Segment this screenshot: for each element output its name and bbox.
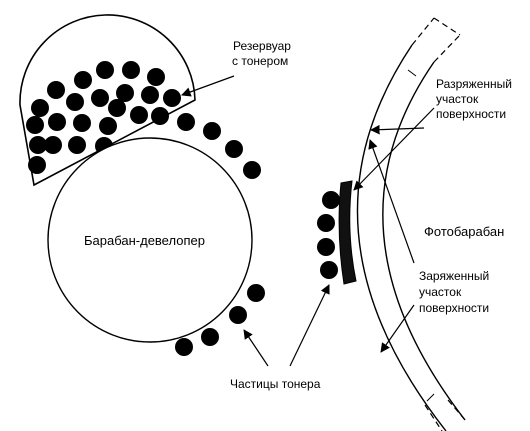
charged-arrow-up bbox=[368, 139, 415, 264]
reservoir-label-line2: с тонером bbox=[232, 54, 288, 68]
photodrum-label: Фотобарабан bbox=[424, 224, 504, 239]
toner-particle bbox=[147, 68, 165, 86]
discharged-arrow bbox=[353, 107, 435, 191]
toner-particle bbox=[322, 191, 340, 209]
toner-particle bbox=[96, 61, 114, 79]
toner-particle bbox=[320, 261, 338, 279]
charged-label-line3: поверхности bbox=[419, 301, 489, 315]
toner-arrow-right bbox=[289, 284, 330, 367]
toner-particle bbox=[74, 71, 92, 89]
toner-particle bbox=[66, 93, 84, 111]
charged-label-line2: участок bbox=[419, 285, 462, 299]
photodrum-inner-surface bbox=[382, 61, 466, 421]
toner-particle bbox=[26, 116, 44, 134]
photodrum-tick-top bbox=[407, 69, 417, 77]
toner-particle bbox=[91, 89, 109, 107]
toner-particle bbox=[177, 113, 195, 131]
toner-particle bbox=[73, 114, 91, 132]
photodrum-tick-bottom bbox=[426, 393, 435, 402]
toner-arrow-left bbox=[243, 329, 269, 367]
drum-toner-particles bbox=[175, 113, 265, 356]
reservoir-arrow bbox=[181, 75, 235, 97]
toner-particle bbox=[317, 214, 335, 232]
discharged-arrow-2 bbox=[370, 124, 425, 135]
photodrum-bottom-continuation bbox=[424, 399, 467, 431]
toner-particle bbox=[229, 306, 247, 324]
photodrum-top-continuation bbox=[411, 17, 461, 63]
toner-particle bbox=[122, 61, 140, 79]
toner-particle bbox=[44, 136, 62, 154]
charged-arrow-down bbox=[380, 304, 415, 353]
discharged-label-line2: участок bbox=[436, 92, 479, 106]
toner-particles-label: Частицы тонера bbox=[230, 377, 321, 391]
toner-particle bbox=[28, 156, 46, 174]
photodrum-toner-particles bbox=[317, 191, 340, 279]
toner-reservoir bbox=[19, 14, 196, 187]
developer-drum bbox=[47, 137, 253, 343]
developer-drum-label: Барабан-девелопер bbox=[84, 233, 205, 248]
charged-label-line1: Заряженный bbox=[419, 269, 489, 283]
toner-particle bbox=[225, 140, 243, 158]
toner-particle bbox=[247, 284, 265, 302]
reservoir-label-line1: Резервуар bbox=[233, 39, 291, 53]
toner-particle bbox=[141, 86, 159, 104]
leader-arrows bbox=[181, 75, 435, 367]
discharged-surface-area bbox=[338, 180, 357, 285]
toner-particle bbox=[47, 81, 65, 99]
photodrum-outer-surface bbox=[356, 44, 447, 431]
toner-particle bbox=[201, 328, 219, 346]
toner-particle bbox=[243, 161, 261, 179]
discharged-label-line1: Разряженный bbox=[436, 77, 512, 91]
toner-particle bbox=[163, 89, 181, 107]
toner-particle bbox=[130, 106, 148, 124]
toner-particle bbox=[203, 122, 221, 140]
discharged-label-line3: поверхности bbox=[436, 107, 506, 121]
toner-particle bbox=[99, 117, 117, 135]
reservoir-toner-particles bbox=[26, 61, 181, 174]
toner-particle bbox=[29, 136, 47, 154]
toner-particle bbox=[317, 238, 335, 256]
toner-particle bbox=[31, 99, 49, 117]
toner-particle bbox=[108, 99, 126, 117]
toner-particle bbox=[151, 107, 169, 125]
toner-particle bbox=[116, 84, 134, 102]
toner-particle bbox=[48, 113, 66, 131]
toner-particle bbox=[68, 136, 86, 154]
toner-particle bbox=[175, 338, 193, 356]
